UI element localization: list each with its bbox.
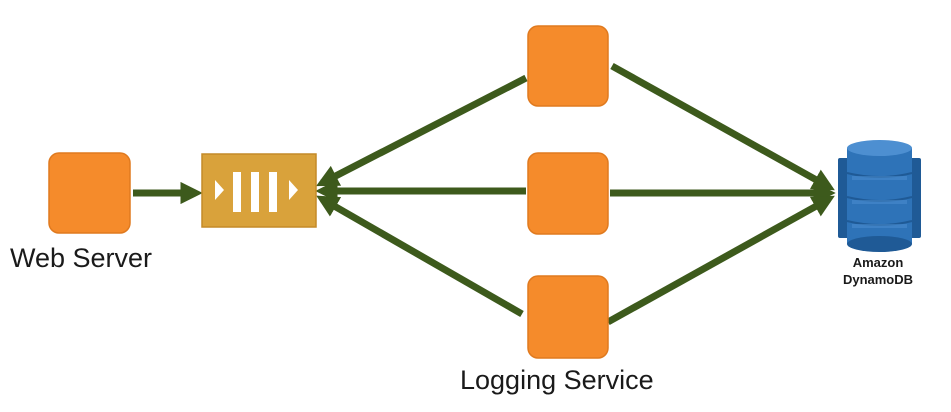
queue-chevron-right-icon — [289, 180, 298, 200]
compute-instance-icon — [48, 152, 131, 234]
dynamodb-node — [838, 140, 921, 252]
queue-message-bar — [269, 172, 277, 212]
arrow-logging-top-to-dynamodb — [610, 62, 835, 191]
web-server-node — [48, 152, 131, 234]
dynamodb-label: Amazon DynamoDB — [824, 254, 932, 288]
dynamodb-label-line1: Amazon — [852, 255, 904, 270]
arrow-logging-top-to-queue — [316, 74, 528, 187]
logging-service-node — [527, 25, 609, 359]
logging-service-label: Logging Service — [460, 365, 654, 395]
arrow-logging-bottom-to-dynamodb — [606, 195, 835, 326]
compute-instance-icon — [527, 25, 609, 107]
queue-node — [201, 153, 317, 228]
arrow-logging-bottom-to-queue — [316, 195, 524, 318]
dynamodb-label-line2: DynamoDB — [842, 272, 914, 287]
compute-instance-icon — [527, 152, 609, 235]
dynamodb-icon — [838, 140, 921, 252]
web-server-label: Web Server — [10, 243, 153, 273]
compute-instance-icon — [527, 275, 609, 359]
connectors — [133, 62, 836, 326]
queue-message-bar — [251, 172, 259, 212]
queue-chevron-left-icon — [215, 180, 224, 200]
queue-message-bar — [233, 172, 241, 212]
